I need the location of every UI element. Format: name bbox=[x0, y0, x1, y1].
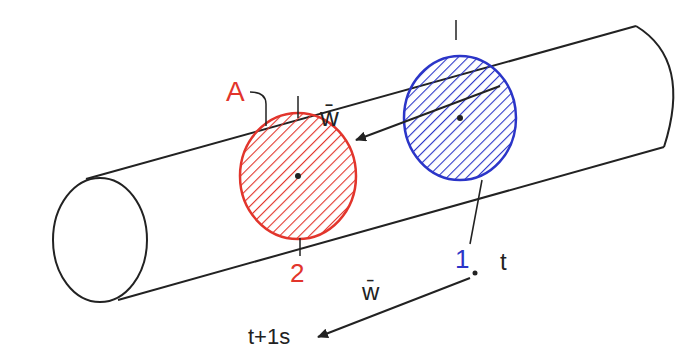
velocity-label: w̄ bbox=[362, 280, 379, 304]
velocity-label: w̄ bbox=[320, 104, 339, 130]
section-number: 2 bbox=[290, 260, 304, 286]
section-number: 1 bbox=[455, 246, 469, 272]
time-label: t+1s bbox=[248, 326, 290, 348]
area-label: A bbox=[226, 78, 245, 106]
time-label: t bbox=[500, 250, 507, 274]
